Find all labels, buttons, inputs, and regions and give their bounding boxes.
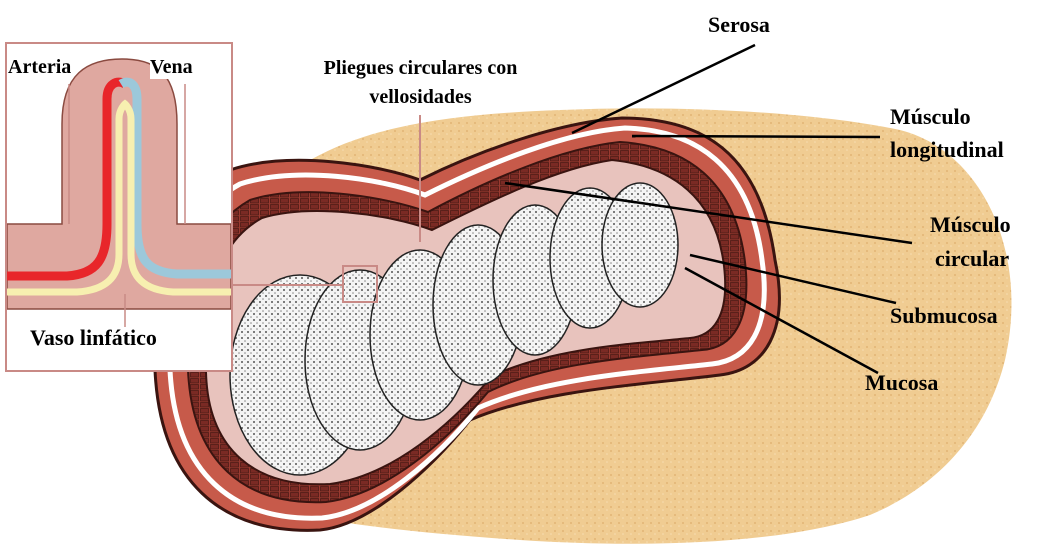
label-pliegues-1: Pliegues circulares con <box>278 56 563 80</box>
villus-inset <box>5 42 233 372</box>
pointer-musculo-longitudinal <box>632 136 880 137</box>
label-vaso-linfatico: Vaso linfático <box>30 325 157 351</box>
label-musculo-longitudinal-2: longitudinal <box>890 137 1004 163</box>
label-musculo-circular-1: Músculo <box>930 212 1011 238</box>
villus-detail-illustration <box>7 44 231 370</box>
label-pliegues-2: vellosidades <box>278 85 563 109</box>
label-mucosa: Mucosa <box>865 370 938 396</box>
label-vena: Vena <box>150 55 193 79</box>
label-serosa: Serosa <box>708 12 770 38</box>
label-musculo-circular-2: circular <box>935 246 1009 272</box>
label-arteria: Arteria <box>8 55 71 79</box>
label-submucosa: Submucosa <box>890 303 998 329</box>
label-musculo-longitudinal-1: Músculo <box>890 104 971 130</box>
